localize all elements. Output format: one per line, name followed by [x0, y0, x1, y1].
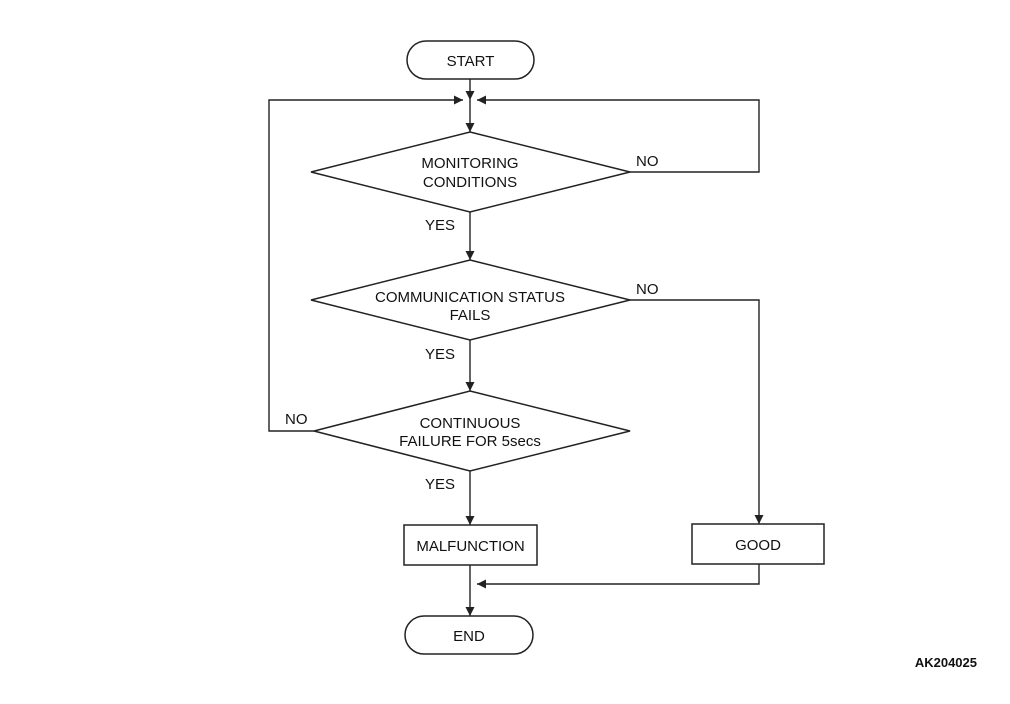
good-label: GOOD	[735, 537, 781, 554]
end-label: END	[453, 628, 485, 645]
decision1-line1: MONITORING	[421, 155, 518, 172]
decision2-line2: FAILS	[450, 307, 491, 324]
connector-loop-right	[477, 95, 760, 173]
decision-monitoring-conditions: MONITORING CONDITIONS	[310, 131, 631, 213]
decision1-no-label: NO	[636, 153, 659, 170]
start-label: START	[447, 53, 495, 70]
decision3-line1: CONTINUOUS	[420, 415, 521, 432]
end-node: END	[404, 615, 534, 655]
connector-decision2-good	[630, 299, 764, 524]
connector-good-end	[477, 564, 760, 589]
decision2-yes-label: YES	[425, 346, 455, 363]
connector-loop-left	[268, 95, 463, 432]
malfunction-box: MALFUNCTION	[403, 524, 538, 566]
decision1-line2: CONDITIONS	[423, 174, 517, 191]
decision3-yes-label: YES	[425, 476, 455, 493]
start-node: START	[406, 40, 535, 80]
decision3-line2: FAILURE FOR 5secs	[399, 433, 541, 450]
decision-continuous-failure: CONTINUOUS FAILURE FOR 5secs	[313, 390, 631, 472]
malfunction-label: MALFUNCTION	[416, 538, 524, 555]
decision2-line1: COMMUNICATION STATUS	[375, 289, 565, 306]
decision-communication-status: COMMUNICATION STATUS FAILS	[310, 259, 631, 341]
decision2-no-label: NO	[636, 281, 659, 298]
good-box: GOOD	[691, 523, 825, 565]
decision1-yes-label: YES	[425, 217, 455, 234]
figure-code: AK204025	[915, 655, 977, 670]
decision3-no-label: NO	[285, 411, 308, 428]
